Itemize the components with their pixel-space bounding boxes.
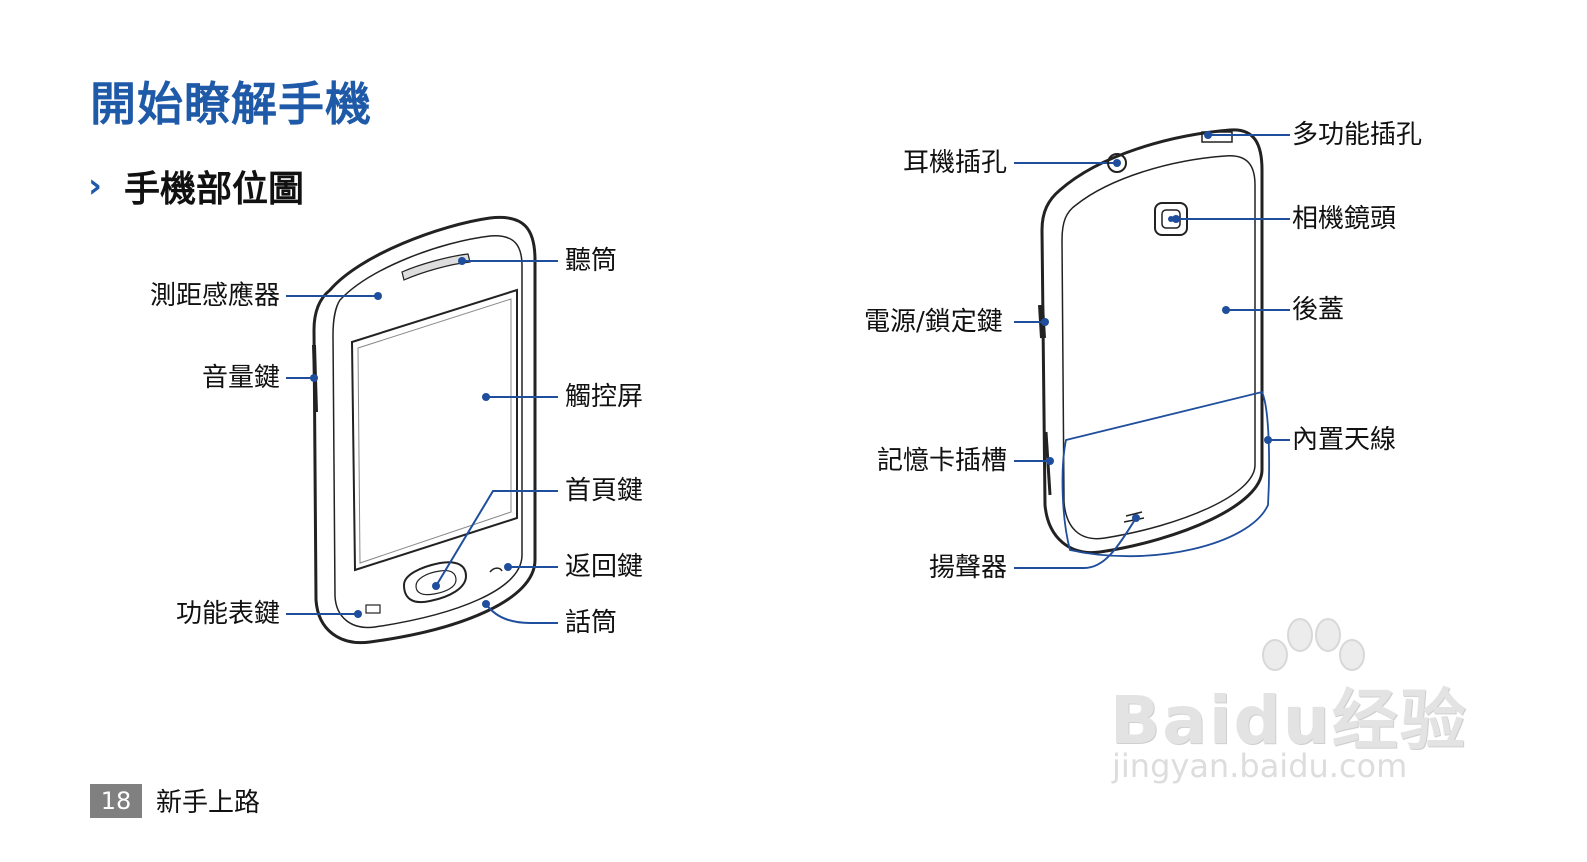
label-mouthpiece: 話筒 bbox=[565, 608, 618, 638]
chevron-right-icon: › bbox=[88, 166, 103, 206]
section-title: 手機部位圖 bbox=[124, 169, 305, 210]
front-phone-illustration bbox=[312, 215, 537, 645]
baidu-watermark: Baidu经验 jingyan.baidu.com bbox=[1110, 615, 1480, 795]
label-memory-card-slot: 記憶卡插槽 bbox=[877, 446, 1008, 476]
label-camera-lens: 相機鏡頭 bbox=[1292, 204, 1397, 234]
leader-dots bbox=[310, 131, 1272, 618]
page-footer: 18 新手上路 bbox=[90, 782, 260, 819]
label-speaker: 揚聲器 bbox=[929, 553, 1008, 583]
label-menu-key: 功能表鍵 bbox=[176, 599, 281, 629]
page-title: 開始瞭解手機 bbox=[90, 77, 372, 131]
label-home-key: 首頁鍵 bbox=[565, 476, 644, 506]
watermark-url: jingyan.baidu.com bbox=[1112, 747, 1408, 785]
back-phone-illustration bbox=[1038, 128, 1264, 555]
antenna-outline bbox=[1061, 390, 1270, 558]
paw-icon bbox=[1262, 618, 1365, 671]
label-back-key: 返回鍵 bbox=[565, 552, 644, 582]
watermark-brand: Baidu经验 bbox=[1110, 682, 1468, 759]
label-touch-screen: 觸控屏 bbox=[565, 382, 644, 412]
chapter-title: 新手上路 bbox=[156, 788, 261, 818]
label-earpiece: 聽筒 bbox=[565, 246, 618, 276]
label-internal-antenna: 內置天線 bbox=[1292, 425, 1397, 455]
label-headset-jack: 耳機插孔 bbox=[903, 148, 1008, 178]
page-number: 18 bbox=[90, 783, 142, 818]
label-power-lock-key: 電源/鎖定鍵 bbox=[864, 307, 1003, 337]
label-volume-key: 音量鍵 bbox=[202, 363, 281, 393]
headset-jack bbox=[1107, 153, 1127, 173]
label-back-cover: 後蓋 bbox=[1292, 295, 1345, 325]
label-multifunction-jack: 多功能插孔 bbox=[1292, 120, 1423, 150]
label-proximity-sensor: 測距感應器 bbox=[150, 281, 281, 311]
section-header: › 手機部位圖 bbox=[88, 160, 304, 212]
leader-lines bbox=[286, 134, 1290, 624]
